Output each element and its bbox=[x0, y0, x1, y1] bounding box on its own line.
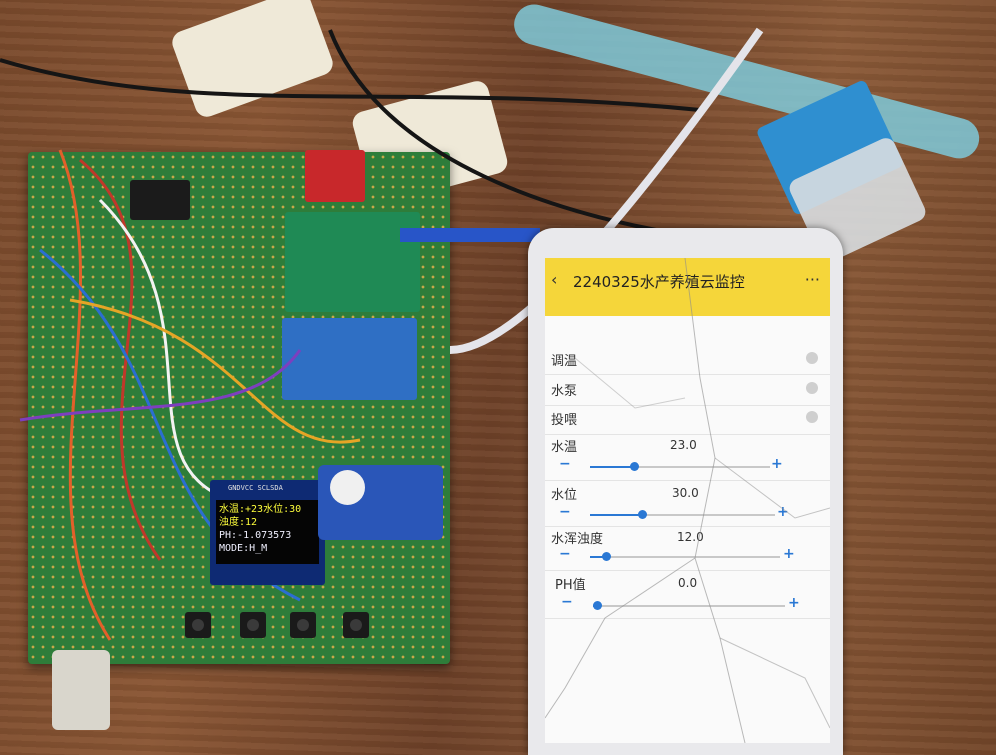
back-icon[interactable]: ‹ bbox=[551, 270, 558, 289]
app-title: 2240325水产养殖云监控 bbox=[573, 273, 745, 291]
toggle-switch[interactable] bbox=[806, 382, 818, 394]
slider-label: 水温 bbox=[551, 440, 578, 455]
slider-label: 水浑浊度 bbox=[551, 532, 604, 547]
slider-value: 30.0 bbox=[672, 486, 699, 500]
more-icon[interactable]: ··· bbox=[804, 270, 820, 289]
switch-label: 水泵 bbox=[551, 384, 578, 399]
switch-row-feed[interactable]: 投喂 bbox=[545, 406, 830, 435]
slider-track[interactable] bbox=[593, 601, 785, 610]
plus-button[interactable]: + bbox=[771, 456, 783, 472]
slider-value: 12.0 bbox=[677, 530, 704, 544]
slider-knob[interactable] bbox=[638, 510, 647, 519]
oled-turbidity-line: 浊度:12 bbox=[219, 517, 258, 528]
slider-value: 23.0 bbox=[670, 438, 697, 452]
slider-knob[interactable] bbox=[602, 552, 611, 561]
phone-screen: ‹ 2240325水产养殖云监控 ··· 调温 水泵 投喂 水温 23.0 − … bbox=[545, 258, 830, 743]
red-sensor-module bbox=[305, 150, 365, 202]
toggle-switch[interactable] bbox=[806, 352, 818, 364]
board-button-1[interactable] bbox=[185, 612, 211, 638]
relay-module bbox=[130, 180, 190, 220]
slider-label: PH值 bbox=[555, 578, 586, 593]
slider-row-turbidity: 水浑浊度 12.0 − + bbox=[545, 526, 830, 571]
slider-knob[interactable] bbox=[630, 462, 639, 471]
servo-horn bbox=[330, 470, 365, 505]
board-button-3[interactable] bbox=[290, 612, 316, 638]
plus-button[interactable]: + bbox=[788, 595, 800, 611]
app-bar: ‹ 2240325水产养殖云监控 ··· bbox=[545, 258, 830, 316]
oled-display: GNDVCC SCLSDA 水温:+23水位:30 浊度:12 PH:-1.07… bbox=[210, 480, 325, 585]
oled-screen: 水温:+23水位:30 浊度:12 PH:-1.073573 MODE:H_M bbox=[216, 500, 319, 564]
driver-module bbox=[282, 318, 417, 400]
oled-temp-level-line: 水温:+23水位:30 bbox=[219, 504, 302, 515]
minus-button[interactable]: − bbox=[559, 504, 571, 520]
slider-knob[interactable] bbox=[593, 601, 602, 610]
minus-button[interactable]: − bbox=[561, 594, 573, 610]
plus-button[interactable]: + bbox=[777, 504, 789, 520]
slider-label: 水位 bbox=[551, 488, 578, 503]
oled-ph-line: PH:-1.073573 bbox=[219, 530, 292, 541]
slider-value: 0.0 bbox=[678, 576, 698, 590]
toggle-switch[interactable] bbox=[806, 411, 818, 423]
plus-button[interactable]: + bbox=[783, 546, 795, 562]
slider-track[interactable] bbox=[590, 462, 770, 471]
slider-row-temp: 水温 23.0 − + bbox=[545, 434, 830, 481]
switch-row-pump[interactable]: 水泵 bbox=[545, 375, 830, 406]
slider-track[interactable] bbox=[590, 552, 780, 561]
oled-pin-labels: GNDVCC SCLSDA bbox=[228, 484, 283, 492]
switch-label: 调温 bbox=[551, 354, 578, 369]
switch-row-heating[interactable]: 调温 bbox=[545, 346, 830, 375]
minus-button[interactable]: − bbox=[559, 456, 571, 472]
board-button-4[interactable] bbox=[343, 612, 369, 638]
switch-label: 投喂 bbox=[551, 413, 578, 428]
slider-row-level: 水位 30.0 − + bbox=[545, 480, 830, 527]
board-button-2[interactable] bbox=[240, 612, 266, 638]
slider-track[interactable] bbox=[590, 510, 775, 519]
slider-row-ph: PH值 0.0 − + bbox=[545, 570, 830, 619]
usb-cable bbox=[52, 650, 110, 730]
oled-mode-line: MODE:H_M bbox=[219, 543, 268, 554]
minus-button[interactable]: − bbox=[559, 546, 571, 562]
adc-module bbox=[285, 212, 420, 312]
